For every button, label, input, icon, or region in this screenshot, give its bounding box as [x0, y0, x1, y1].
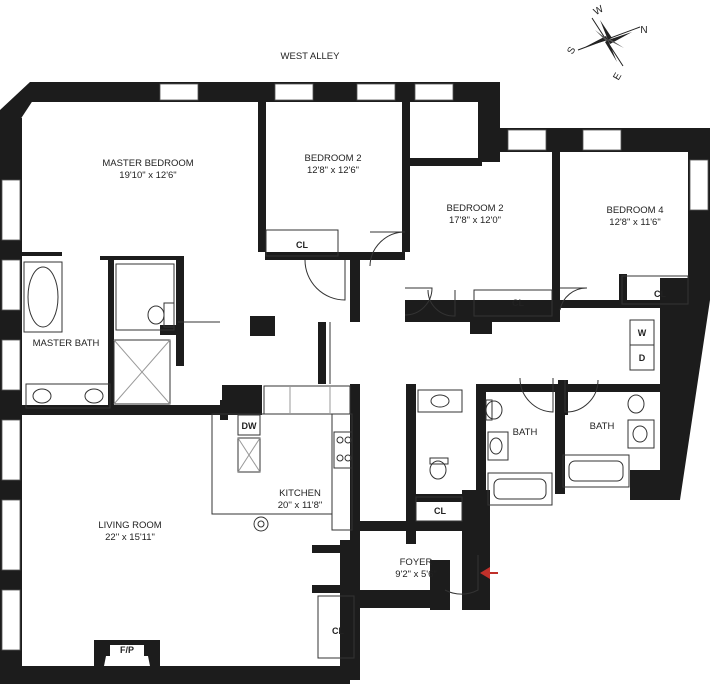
kitchen-fixtures: DW [211, 385, 353, 532]
foyer-dims: 9'2" x 5'6" [395, 569, 437, 580]
kitchen-name: KITCHEN [279, 488, 321, 499]
bedroom2b-name: BEDROOM 2 [446, 203, 503, 214]
closet-label-bedroom2a: CL [296, 240, 308, 250]
master-bedroom-name: MASTER BEDROOM [102, 158, 193, 169]
bedroom4-name: BEDROOM 4 [606, 205, 663, 216]
foyer-name: FOYER [400, 557, 433, 568]
washer-label: W [638, 328, 647, 338]
closets: CL CL CL CL CL [265, 229, 689, 659]
hall-bath-fixtures [417, 389, 655, 506]
compass-w-label: W [592, 3, 606, 18]
closet-label-foyer: CL [332, 626, 344, 636]
living-room-name: LIVING ROOM [98, 520, 161, 531]
room-labels: MASTER BEDROOM 19'10" x 12'6" BEDROOM 2 … [33, 153, 664, 580]
closet-label-hall: CL [434, 506, 446, 516]
living-room-dims: 22'' x 15'11" [105, 532, 155, 543]
bath1-name: BATH [513, 427, 538, 438]
master-bedroom-dims: 19'10" x 12'6" [119, 170, 176, 181]
fireplace-label: F/P [120, 645, 134, 655]
bedroom4-dims: 12'8" x 11'6" [609, 217, 660, 228]
compass-rose-icon: W N S E [565, 3, 647, 82]
bath2-name: BATH [590, 421, 615, 432]
compass-s-label: S [565, 45, 578, 57]
master-bath-name: MASTER BATH [33, 338, 100, 349]
washer-dryer: W D [629, 319, 655, 371]
entry-arrow-icon [480, 567, 498, 579]
master-bath-fixtures [23, 261, 175, 409]
doors [178, 231, 599, 595]
fireplace: F/P [94, 640, 160, 666]
dishwasher-label: DW [242, 421, 257, 431]
dryer-label: D [639, 353, 646, 363]
bedroom2a-dims: 12'8" x 12'6" [307, 165, 359, 176]
compass-n-label: N [640, 25, 647, 36]
closet-label-bedroom4: CL [654, 289, 666, 299]
kitchen-dims: 20'' x 11'8" [278, 500, 323, 511]
bedroom2b-dims: 17'8" x 12'0" [449, 215, 501, 226]
closet-label-bedroom2b: CL [512, 298, 524, 308]
compass-e-label: E [611, 71, 624, 83]
bedroom2a-name: BEDROOM 2 [304, 153, 361, 164]
street-label: WEST ALLEY [281, 51, 341, 62]
exterior-walls [0, 82, 710, 684]
